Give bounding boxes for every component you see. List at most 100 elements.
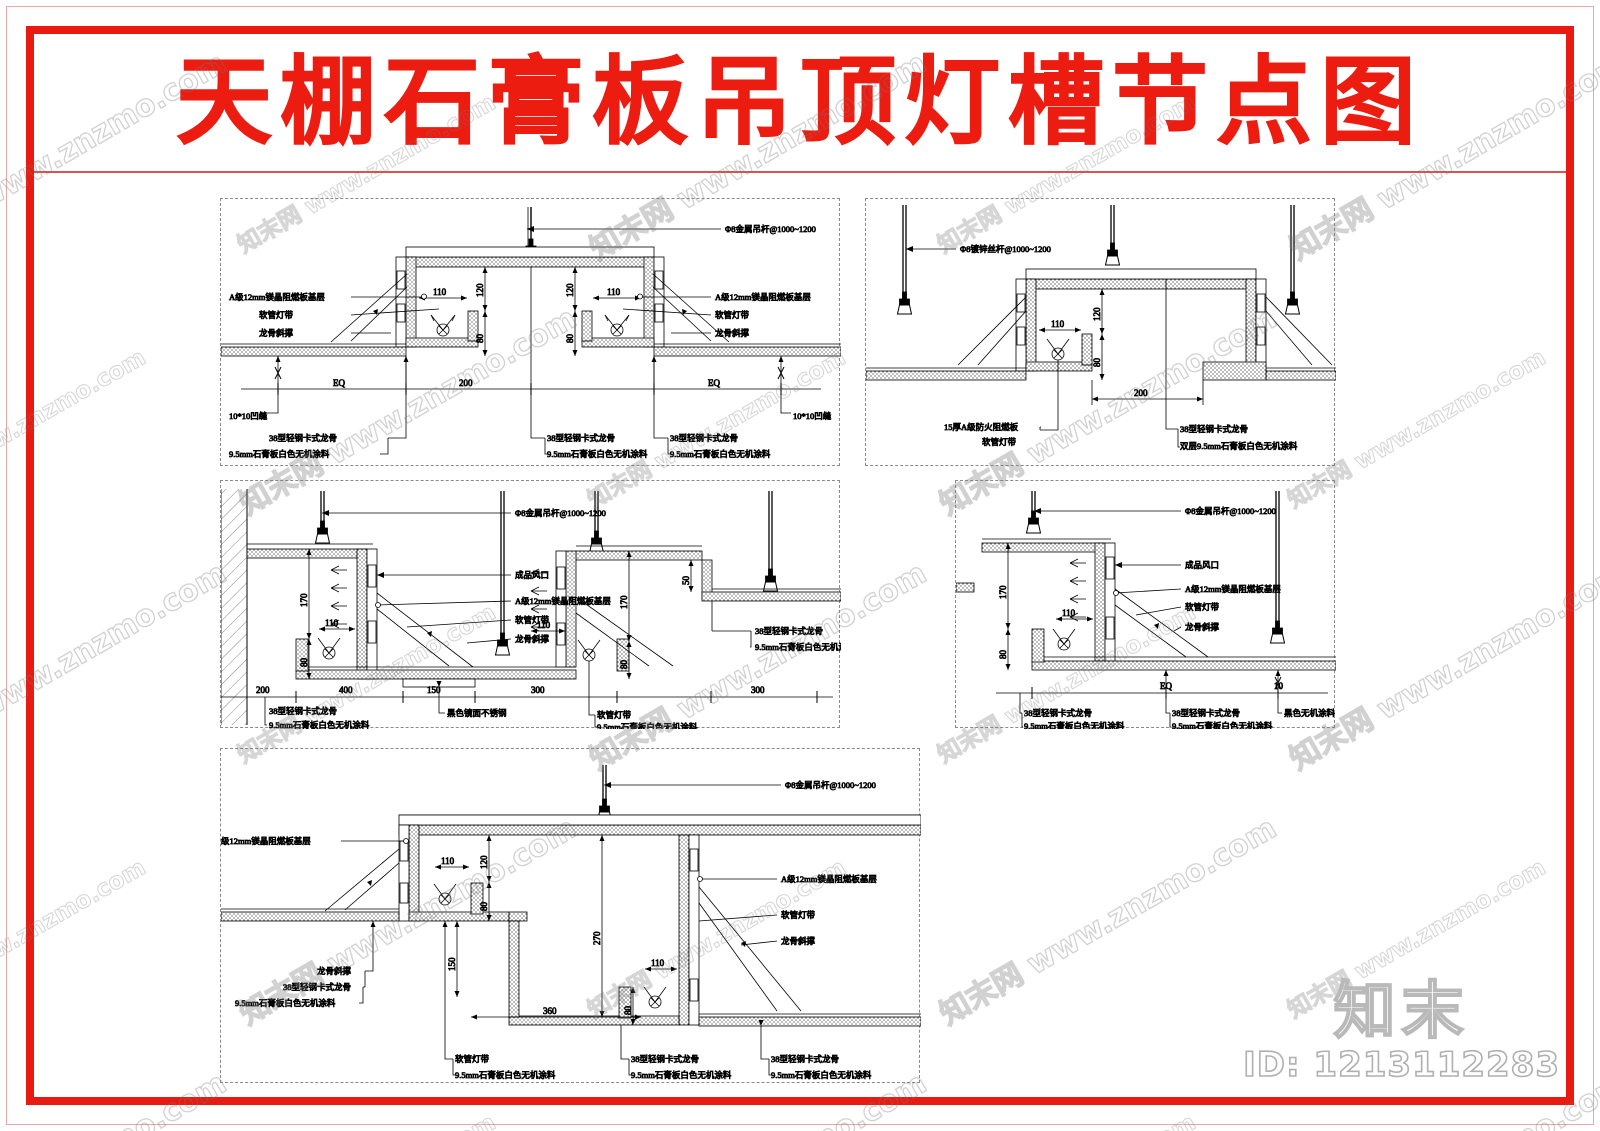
callout-keel38: 38型轻钢卡式龙骨	[1180, 424, 1248, 434]
callout-led: 软管灯带	[1185, 602, 1220, 612]
callout-gypsum-bottom2: 9.5mm石膏板白色无机涂料	[597, 722, 698, 729]
dim-360: 360	[543, 1006, 557, 1016]
dim-170-right: 170	[619, 595, 629, 609]
dim-80: 80	[1092, 358, 1102, 368]
callout-metal-hanger: Φ8金属吊杆@1000~1200	[725, 224, 816, 234]
dim-150: 150	[447, 957, 457, 971]
callout-mg-board-right: A级12mm镁晶阻燃板基层	[781, 874, 877, 884]
callout-brace: 龙骨斜撑	[515, 634, 550, 644]
dim-300b: 300	[751, 685, 765, 695]
dim-80-right: 80	[619, 660, 629, 670]
callout-brace-left: 龙骨斜撑	[259, 328, 294, 338]
dim-50: 50	[681, 576, 691, 586]
callout-black-coating: 黑色无机涂料	[1284, 708, 1336, 718]
dim-300a: 300	[531, 685, 545, 695]
dim-110-right: 110	[607, 287, 621, 297]
callout-led-right: 软管灯带	[781, 910, 816, 920]
callout-gypsum-2: 9.5mm石膏板白色无机涂料	[547, 449, 648, 459]
callout-gypsum-3: 9.5mm石膏板白色无机涂料	[670, 449, 771, 459]
detail-panel-5: Φ8金属吊杆@1000~1200	[220, 748, 921, 1083]
dim-80-left: 80	[299, 658, 309, 668]
callout-gypsum-bottom2: 9.5mm石膏板白色无机涂料	[631, 1070, 732, 1080]
dim-eq-right: EQ	[708, 378, 720, 388]
detail-panel-1: Φ8金属吊杆@1000~1200	[220, 198, 841, 466]
dim-80-lower: 80	[623, 1006, 633, 1016]
dim-80-upper: 80	[479, 902, 489, 912]
dim-110: 110	[1062, 608, 1076, 618]
callout-mg-board: A级12mm镁晶阻燃板基层	[515, 596, 611, 606]
callout-gypsum-bottom3: 9.5mm石膏板白色无机涂料	[771, 1070, 872, 1080]
dim-400: 400	[339, 685, 353, 695]
callout-led-left: 软管灯带	[259, 310, 294, 320]
dim-270: 270	[592, 931, 602, 945]
dim-120: 120	[479, 855, 489, 869]
sheet-red-frame	[26, 26, 1574, 1105]
callout-keel38-1: 38型轻钢卡式龙骨	[1024, 708, 1092, 718]
callout-keel38-bottom: 38型轻钢卡式龙骨	[269, 706, 337, 716]
dim-120: 120	[1092, 307, 1102, 321]
callout-groove-right: 10*10凹缝	[793, 411, 832, 421]
dim-200: 200	[1134, 388, 1148, 398]
callout-gypsum-right: 9.5mm石膏板白色无机涂料	[755, 642, 841, 652]
callout-gypsum-2: 9.5mm石膏板白色无机涂料	[1172, 721, 1273, 729]
callout-groove-left: 10*10凹缝	[229, 411, 268, 421]
dim-110-lower: 110	[651, 958, 665, 968]
dim-170: 170	[998, 585, 1008, 599]
dim-80-left: 80	[475, 334, 485, 344]
callout-brace-left: 龙骨斜撑	[317, 966, 352, 976]
detail-panel-4: Φ8金属吊杆@1000~1200	[955, 480, 1336, 729]
dim-150: 150	[427, 685, 441, 695]
dim-10: 10	[1274, 681, 1284, 691]
callout-fireboard15: 15厚A级防火阻燃板	[944, 422, 1019, 432]
detail-panel-3: Φ8金属吊杆@1000~1200	[220, 480, 841, 729]
title-block: 天棚石膏板吊顶灯槽节点图	[34, 34, 1566, 170]
callout-led: 软管灯带	[982, 437, 1017, 447]
dim-200: 200	[256, 685, 270, 695]
dim-110: 110	[1051, 319, 1065, 329]
callout-led-right: 软管灯带	[715, 310, 750, 320]
dim-eq-left: EQ	[333, 378, 345, 388]
sheet-outer-border	[6, 6, 1594, 1125]
callout-keel38-left: 38型轻钢卡式龙骨	[283, 982, 351, 992]
callout-keel38-right: 38型轻钢卡式龙骨	[771, 1054, 839, 1064]
callout-keel38-2: 38型轻钢卡式龙骨	[547, 433, 615, 443]
dim-200: 200	[459, 378, 473, 388]
callout-gypsum-double: 双层9.5mm石膏板白色无机涂料	[1180, 441, 1298, 451]
callout-metal-hanger: Φ8金属吊杆@1000~1200	[515, 508, 606, 518]
callout-gypsum-bottom1: 9.5mm石膏板白色无机涂料	[455, 1070, 556, 1080]
detail-panel-2: Φ8镀锌丝杆@1000~1200	[865, 198, 1336, 466]
dim-80: 80	[998, 650, 1008, 660]
callout-keel38-1: 38型轻钢卡式龙骨	[269, 433, 337, 443]
callout-gypsum-1: 9.5mm石膏板白色无机涂料	[1024, 721, 1125, 729]
callout-keel38-right: 38型轻钢卡式龙骨	[755, 626, 823, 636]
callout-led-bottom: 软管灯带	[455, 1054, 490, 1064]
dim-120-left: 120	[475, 283, 485, 297]
callout-metal-hanger: Φ8金属吊杆@1000~1200	[1185, 506, 1276, 516]
callout-mg-board: A级12mm镁晶阻燃板基层	[1185, 584, 1281, 594]
callout-brace-right: 龙骨斜撑	[715, 328, 750, 338]
callout-led: 软管灯带	[515, 615, 550, 625]
callout-mg-board-right: A级12mm镁晶阻燃板基层	[715, 292, 811, 302]
brand-id: ID: 1213112283	[1242, 1044, 1560, 1086]
dim-170-left: 170	[299, 593, 309, 607]
dim-120-right: 120	[565, 283, 575, 297]
page-title: 天棚石膏板吊顶灯槽节点图	[176, 46, 1424, 158]
callout-gypsum-bottom: 9.5mm石膏板白色无机涂料	[269, 720, 370, 729]
callout-galv-rod: Φ8镀锌丝杆@1000~1200	[960, 244, 1051, 254]
callout-led-bottom: 软管灯带	[597, 710, 632, 720]
dim-80-right: 80	[565, 334, 575, 344]
dim-110-upper: 110	[441, 856, 455, 866]
callout-air-outlet: 成品风口	[1185, 560, 1219, 570]
dim-110-right: 110	[537, 620, 551, 630]
brand-block: 知末 ID: 1213112283	[1242, 973, 1560, 1086]
callout-mg-board-left: 级12mm镁晶阻燃板基层	[221, 836, 311, 846]
title-divider	[34, 171, 1566, 173]
callout-keel38-mid: 38型轻钢卡式龙骨	[631, 1054, 699, 1064]
callout-mg-board-left: A级12mm镁晶阻燃板基层	[229, 292, 325, 302]
brand-logo: 知末	[1333, 973, 1470, 1047]
callout-black-mirror: 黑色镜面不锈钢	[447, 708, 507, 718]
dim-110-left: 110	[433, 287, 447, 297]
callout-keel38-2: 38型轻钢卡式龙骨	[1172, 708, 1240, 718]
callout-air-outlet: 成品风口	[515, 570, 549, 580]
